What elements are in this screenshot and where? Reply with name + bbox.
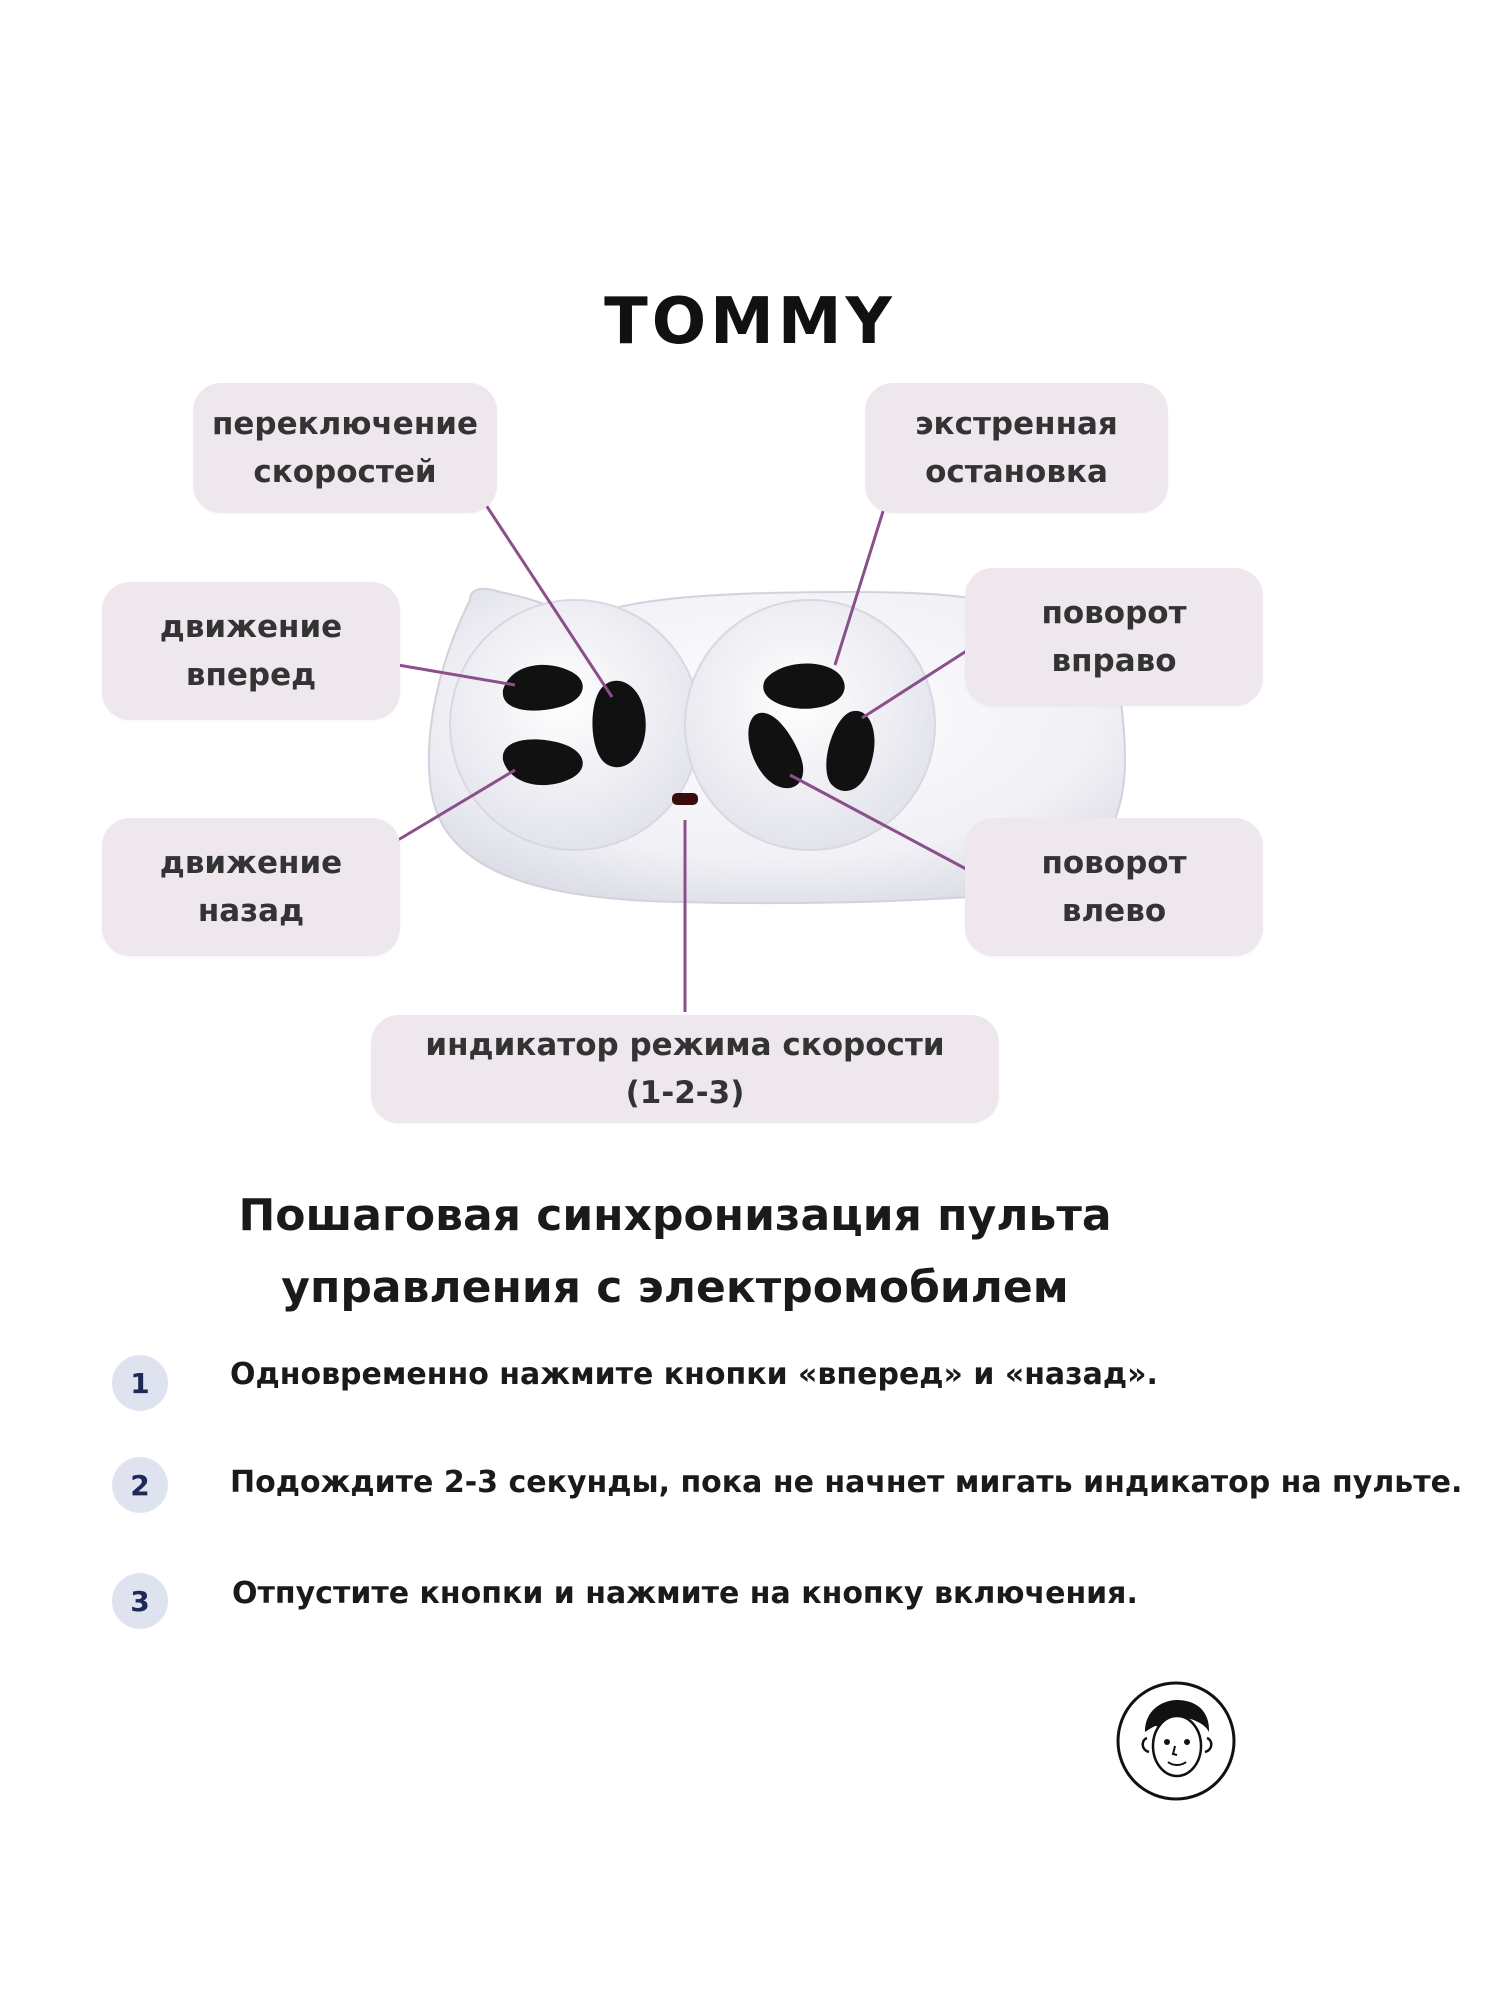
speed-switch-button[interactable]	[592, 680, 646, 768]
forward-button[interactable]	[502, 664, 583, 711]
label-backward-line2: назад	[197, 893, 305, 929]
label-forward-line2: вперед	[185, 657, 317, 693]
sync-heading: Пошаговая синхронизация пульта управлени…	[0, 1180, 1350, 1324]
connector-turn-left	[789, 773, 969, 872]
label-speed-indicator-line2: (1-2-3)	[625, 1075, 745, 1111]
step-1-text: Одновременно нажмите кнопки «вперед» и «…	[230, 1357, 1158, 1392]
label-turn-right: поворот вправо	[965, 568, 1263, 706]
brand-logo-text: TOMMY	[604, 285, 896, 359]
step-2-text: Подождите 2-3 секунды, пока не начнет ми…	[230, 1465, 1463, 1500]
label-speed-switch: переключение скоростей	[193, 383, 497, 513]
step-3-badge: 3	[112, 1573, 168, 1629]
connector-turn-right	[861, 648, 969, 720]
turn-right-button[interactable]	[826, 710, 875, 792]
label-turn-right-line1: поворот	[1041, 595, 1187, 631]
remote-diagram	[397, 501, 1127, 1012]
connector-emergency-stop	[833, 504, 887, 666]
label-turn-left-line2: влево	[1061, 893, 1167, 929]
label-turn-right-line2: вправо	[1051, 643, 1177, 679]
label-backward-line1: движение	[159, 845, 343, 881]
turn-left-button[interactable]	[748, 712, 804, 789]
label-speed-switch-line1: переключение	[211, 406, 478, 442]
right-pad	[684, 599, 936, 851]
sync-heading-line2: управления с электромобилем	[281, 1262, 1069, 1313]
speed-indicator-led	[672, 793, 698, 805]
connector-forward	[397, 663, 516, 687]
label-emergency-stop-line2: остановка	[925, 454, 1108, 490]
step-3-text: Отпустите кнопки и нажмите на кнопку вкл…	[232, 1576, 1138, 1611]
label-backward: движение назад	[102, 818, 400, 956]
left-pad	[449, 599, 701, 851]
step-2-badge: 2	[112, 1457, 168, 1513]
emergency-stop-button[interactable]	[763, 663, 845, 709]
label-emergency-stop-line1: экстренная	[915, 406, 1118, 442]
label-emergency-stop: экстренная остановка	[865, 383, 1168, 513]
label-speed-indicator-line1: индикатор режима скорости	[425, 1027, 945, 1063]
label-forward-line1: движение	[159, 609, 343, 645]
label-forward: движение вперед	[102, 582, 400, 720]
sync-heading-line1: Пошаговая синхронизация пульта	[238, 1190, 1112, 1241]
label-speed-switch-line2: скоростей	[253, 454, 437, 490]
label-turn-left: поворот влево	[965, 818, 1263, 956]
connector-lines	[397, 501, 969, 1012]
connector-speed-switch	[482, 501, 614, 698]
connector-backward	[397, 768, 516, 842]
backward-button[interactable]	[502, 739, 583, 786]
label-speed-indicator: индикатор режима скорости (1-2-3)	[371, 1015, 999, 1123]
face-logo-icon	[1115, 1680, 1237, 1802]
step-1-badge: 1	[112, 1355, 168, 1411]
label-turn-left-line1: поворот	[1041, 845, 1187, 881]
